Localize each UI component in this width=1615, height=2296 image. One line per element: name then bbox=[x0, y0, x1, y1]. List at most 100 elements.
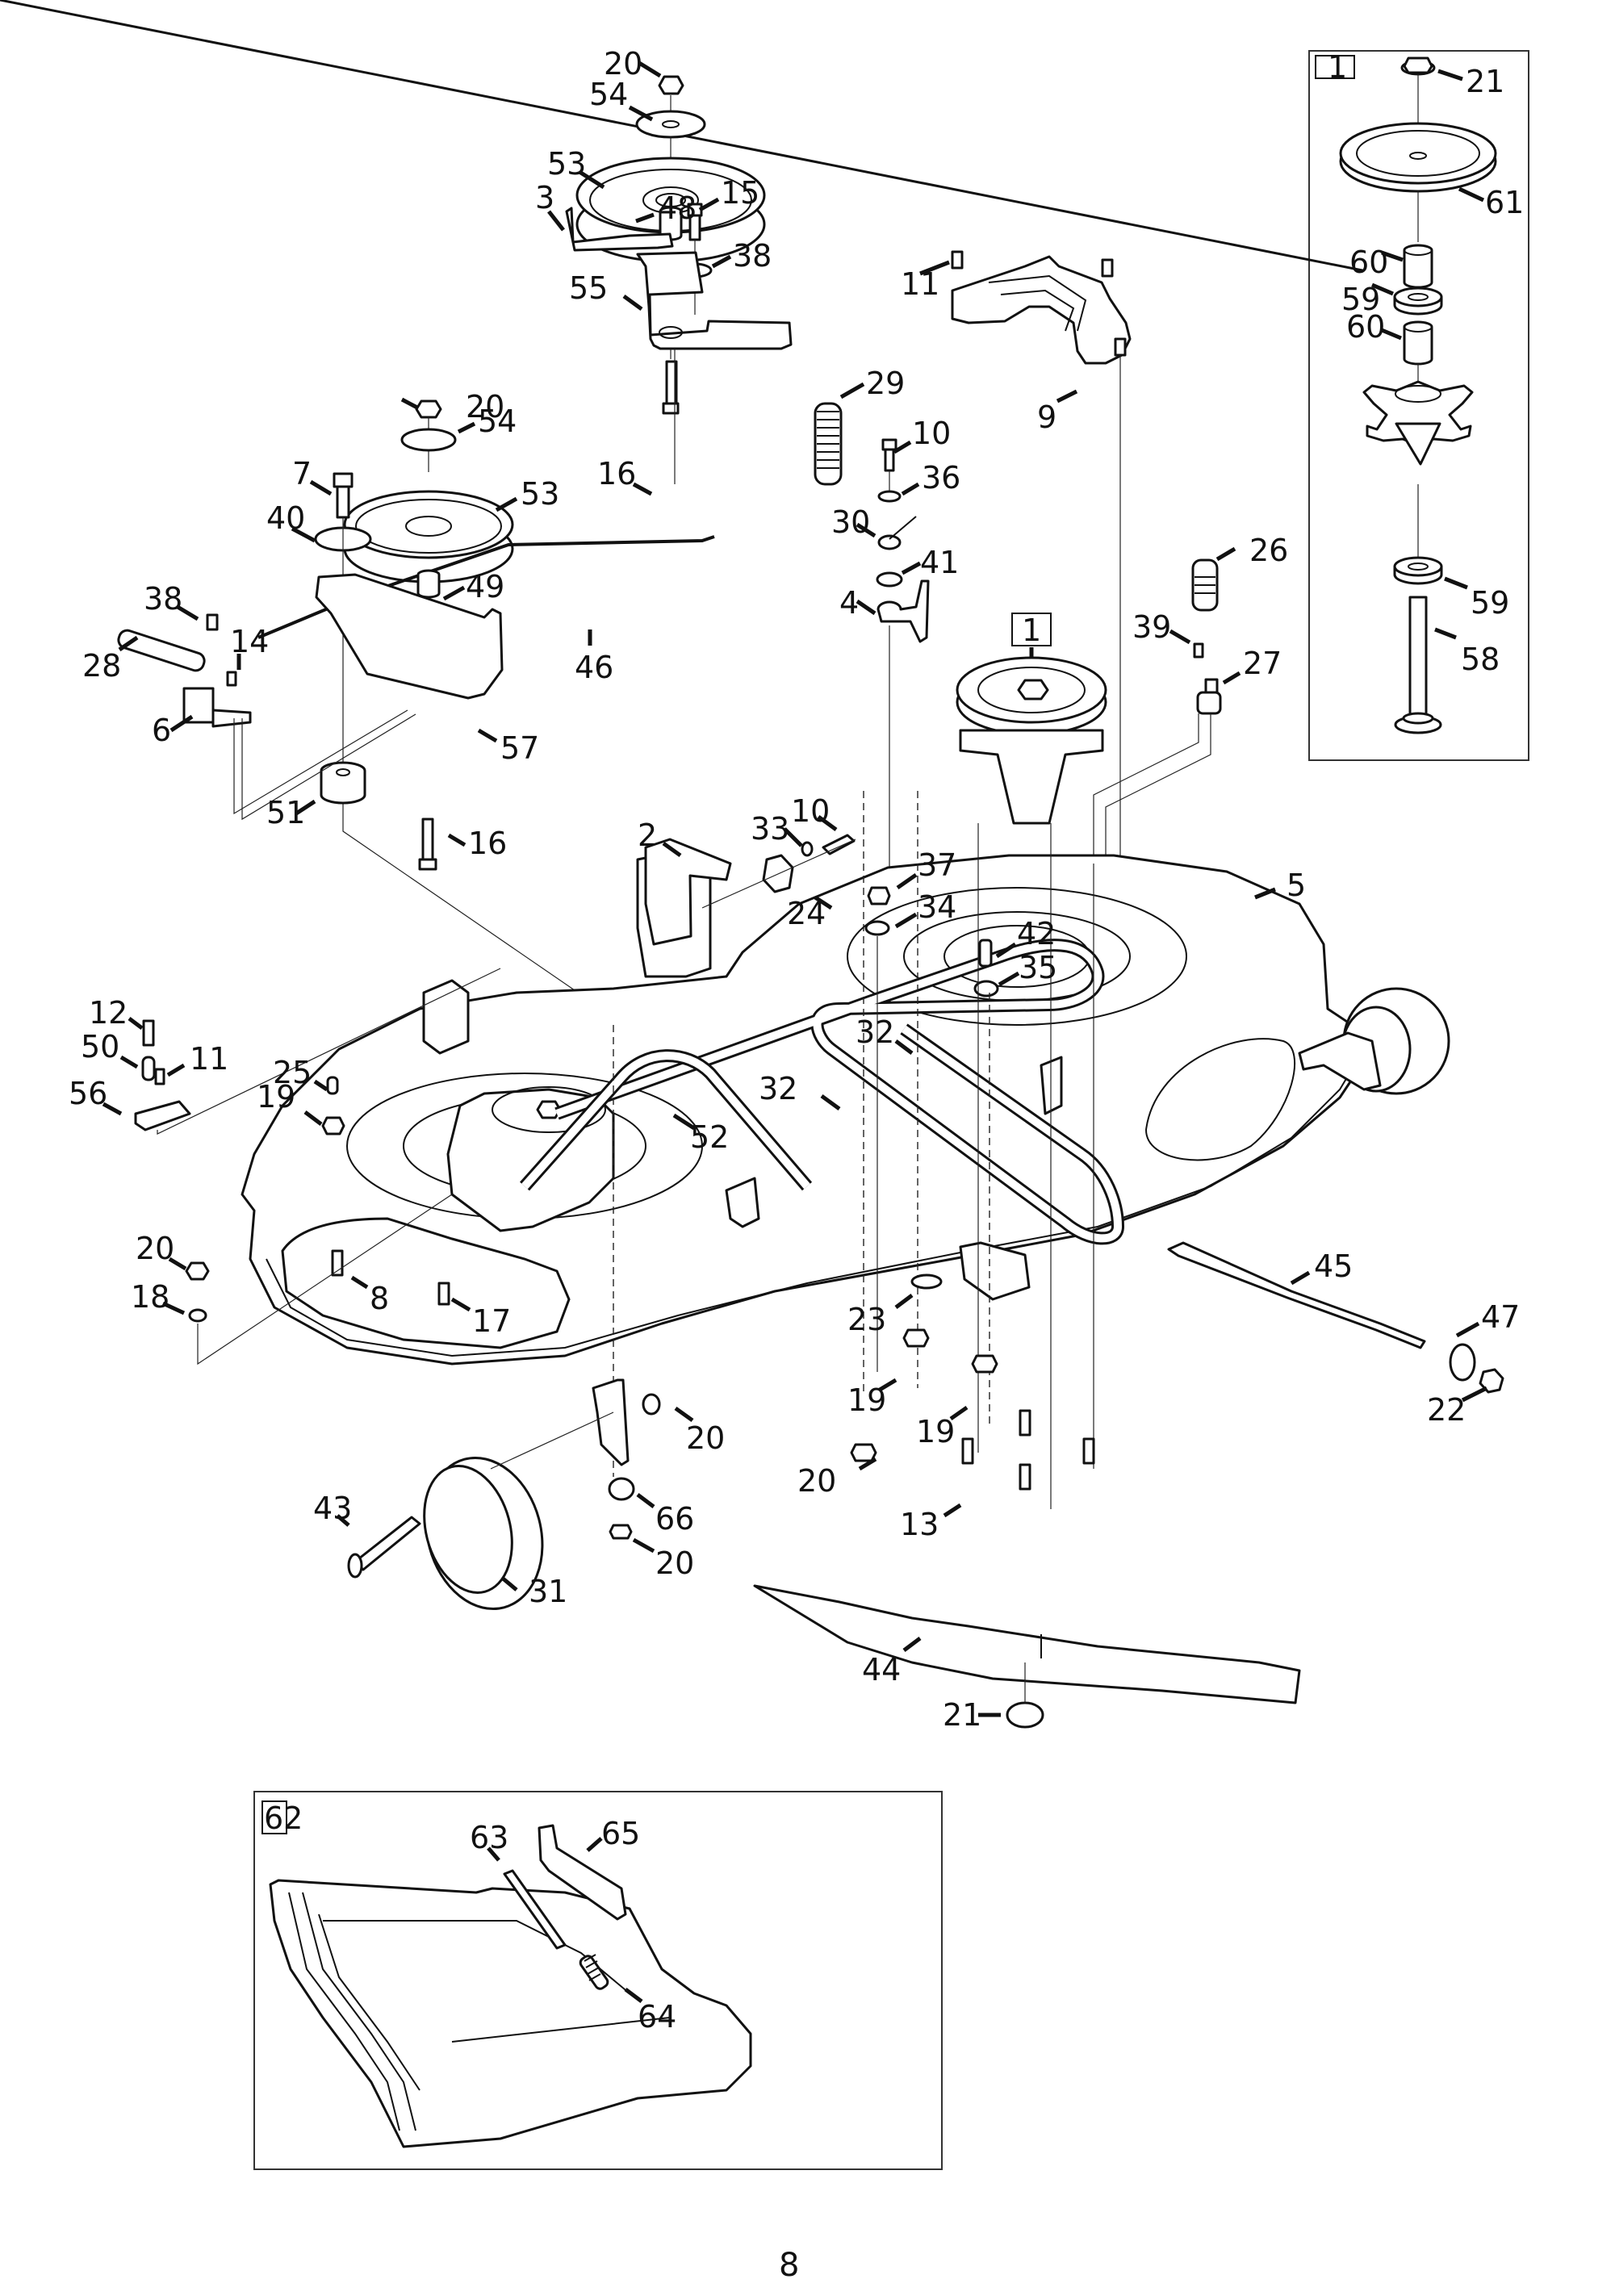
callout-label: 11 bbox=[901, 266, 939, 302]
bolt-part bbox=[1019, 1409, 1031, 1437]
callout-label: 21 bbox=[943, 1697, 981, 1733]
callout-label: 34 bbox=[918, 889, 956, 925]
callout-label: 45 bbox=[1314, 1248, 1353, 1284]
callout-label: 37 bbox=[918, 847, 956, 883]
spacer-part bbox=[326, 1076, 339, 1095]
upper-idler-group: 20 54 53 48 15 3 38 29 55 16 bbox=[535, 46, 905, 496]
bolt-part bbox=[961, 1437, 974, 1465]
callout-label: 30 bbox=[831, 504, 870, 540]
chute-rod-part bbox=[503, 1869, 567, 1950]
screw-part bbox=[206, 613, 219, 631]
belt-guide-bracket-part bbox=[725, 1177, 760, 1228]
callout-label: 3 bbox=[535, 180, 554, 215]
spacer-part bbox=[141, 1056, 156, 1081]
callout-label: 38 bbox=[144, 581, 182, 617]
callout-label: 47 bbox=[1481, 1299, 1520, 1335]
washer-part bbox=[864, 920, 890, 936]
callout-label: 18 bbox=[131, 1279, 169, 1315]
spindle-housing-part bbox=[0, 0, 1474, 466]
washer-part bbox=[1449, 1343, 1476, 1382]
bolt-part bbox=[226, 671, 237, 687]
deck-housing-part bbox=[241, 854, 1374, 1365]
inset-tag-box bbox=[261, 1800, 287, 1834]
gauge-wheel-part bbox=[1298, 987, 1450, 1095]
callout-label: 23 bbox=[847, 1302, 886, 1337]
spindle-shaft-part bbox=[1394, 596, 1442, 734]
callout-label: 20 bbox=[604, 46, 642, 82]
callout-label: 10 bbox=[791, 793, 830, 829]
callout-label: 4 bbox=[839, 585, 859, 621]
wheel-bracket-part bbox=[592, 1378, 630, 1466]
callout-label: 22 bbox=[1427, 1392, 1466, 1428]
bolt-part bbox=[822, 834, 856, 855]
inset-tag-label: 62 bbox=[264, 1800, 303, 1836]
bearing-part bbox=[1393, 286, 1443, 316]
callout-label: 38 bbox=[733, 238, 772, 274]
callout-label: 39 bbox=[1132, 609, 1171, 645]
callout-label: 54 bbox=[589, 77, 628, 112]
clutch-block-part bbox=[182, 687, 252, 728]
callout-label: 49 bbox=[466, 569, 504, 604]
callout-label: 16 bbox=[468, 826, 507, 861]
mower-blade-part bbox=[753, 1584, 1301, 1704]
washer-part bbox=[973, 980, 999, 997]
callout-label: 2 bbox=[638, 818, 657, 853]
callout-label: 32 bbox=[856, 1014, 894, 1050]
screw-part bbox=[1193, 642, 1204, 659]
callout-label: 43 bbox=[313, 1491, 352, 1526]
callout-label: 8 bbox=[370, 1281, 389, 1316]
callout-label: 14 bbox=[230, 624, 269, 659]
washer-part bbox=[642, 1393, 661, 1416]
spacer-part bbox=[876, 571, 903, 588]
bolt-part bbox=[1101, 258, 1114, 278]
washer-part bbox=[188, 1308, 207, 1323]
spacer-part bbox=[1403, 244, 1433, 289]
callout-label: 57 bbox=[500, 730, 539, 766]
inset-tag-box bbox=[1315, 55, 1355, 79]
callout-label: 40 bbox=[266, 500, 305, 536]
callout-label: 35 bbox=[1019, 950, 1057, 985]
callout-label: 64 bbox=[638, 1999, 676, 2035]
callout-label: 20 bbox=[686, 1420, 725, 1456]
lower-hardware-group: 20 20 66 20 43 31 45 47 22 23 19 19 13 4… bbox=[313, 1241, 1520, 1733]
callout-label: 52 bbox=[690, 1119, 729, 1155]
nut-part bbox=[850, 1443, 877, 1462]
belt-guide-bracket-part bbox=[959, 1241, 1031, 1301]
callout-label: 29 bbox=[866, 366, 905, 401]
bolt-part bbox=[142, 1019, 155, 1047]
belt-guide-bracket-part bbox=[422, 979, 470, 1055]
callout-label: 20 bbox=[655, 1545, 694, 1581]
inset-spindle-assembly: 1 bbox=[0, 0, 1529, 761]
callout-label: 7 bbox=[292, 456, 312, 491]
bolt-part bbox=[1114, 337, 1127, 357]
callout-label: 63 bbox=[470, 1820, 508, 1855]
callout-label: 53 bbox=[521, 476, 559, 512]
callout-label: 21 bbox=[1466, 64, 1504, 99]
washer-part bbox=[400, 428, 457, 452]
mounting-bracket-part bbox=[644, 838, 732, 946]
callout-label: 59 bbox=[1341, 282, 1380, 317]
callout-label: 19 bbox=[847, 1382, 886, 1418]
callout-label: 26 bbox=[1249, 533, 1288, 568]
bolt-part bbox=[154, 1068, 165, 1085]
bolt-part bbox=[1082, 1437, 1095, 1465]
callout-label: 54 bbox=[478, 404, 517, 439]
callout-label: 24 bbox=[787, 896, 826, 931]
callout-label: 28 bbox=[82, 648, 121, 684]
axle-bolt-part bbox=[354, 1516, 421, 1571]
nut-part bbox=[609, 1524, 633, 1540]
drive-belt-part bbox=[520, 939, 1124, 1245]
callout-label: 44 bbox=[862, 1652, 901, 1687]
bolt-part bbox=[1019, 1463, 1031, 1491]
callout-label: 5 bbox=[1287, 868, 1306, 903]
callout-label: 41 bbox=[920, 545, 959, 580]
assembly-ref-label: 1 bbox=[1022, 613, 1041, 648]
bracket-part bbox=[877, 579, 930, 643]
callout-label: 60 bbox=[1349, 245, 1388, 280]
hex-nut-part bbox=[1400, 56, 1436, 76]
bushing-part bbox=[416, 569, 441, 599]
callout-label: 65 bbox=[601, 1816, 640, 1851]
height-adjust-rod-part bbox=[1167, 1241, 1426, 1349]
inset-chute-assembly: 62 63 65 64 bbox=[253, 1791, 943, 2170]
